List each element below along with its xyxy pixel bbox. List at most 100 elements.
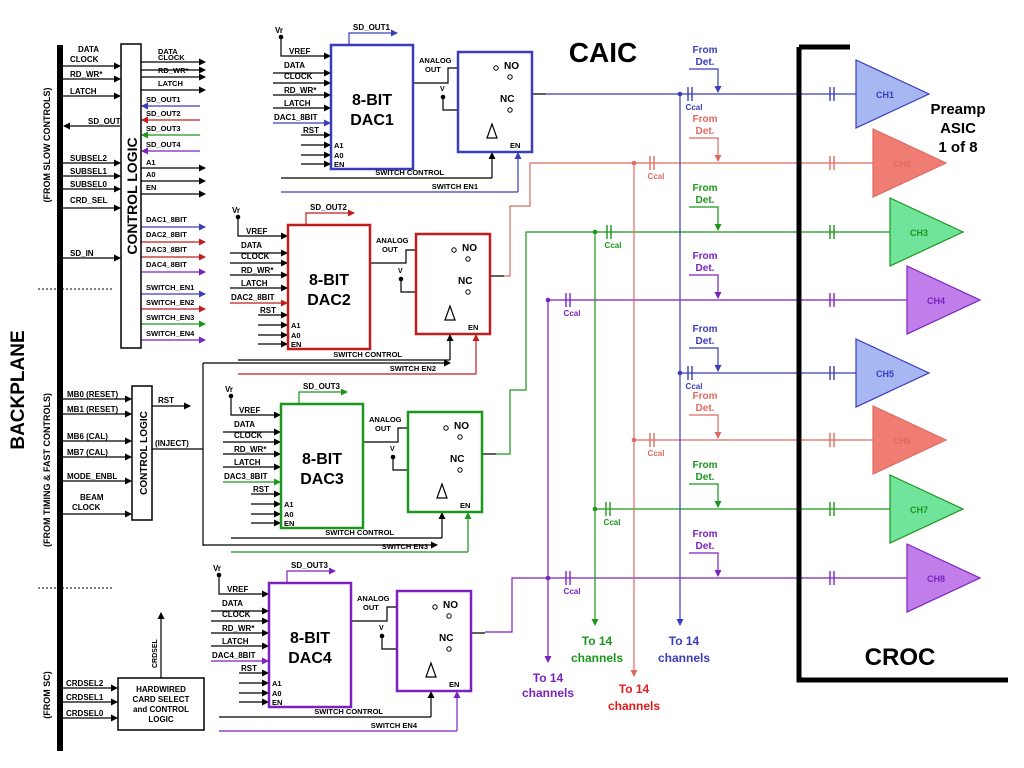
dac1-input-label: RD_WR* — [284, 86, 317, 95]
channel-6-preamp — [872, 405, 948, 475]
dac4-out-label: OUT — [363, 603, 379, 612]
dac1-vr-label: Vr — [275, 26, 283, 35]
crdsel-label: CRDSEL2 — [66, 679, 104, 688]
dac1-vref-wire — [280, 37, 331, 60]
channel-8-preamp — [906, 543, 982, 613]
channel-7-from-det-2: Det. — [696, 472, 715, 483]
channel-6-ccal-label: Ccal — [648, 449, 665, 458]
channel-6-label: CH6 — [893, 436, 911, 446]
channel-1-ccal-label: Ccal — [686, 103, 703, 112]
switch4-nc-terminal — [446, 646, 452, 652]
dac2-addr-label: A0 — [291, 331, 301, 340]
fast-input-label: MB6 (CAL) — [67, 432, 108, 441]
dac4-vref-wire — [218, 575, 269, 598]
channel-1-preamp — [855, 59, 931, 129]
switch4-no-label: NO — [443, 600, 458, 611]
dac4-title-line2: DAC4 — [288, 650, 332, 667]
channel-8-label: CH8 — [927, 574, 945, 584]
switch4-no-terminal — [432, 604, 438, 610]
dac2-out-label: OUT — [382, 245, 398, 254]
to14-label-3-a: To 14 — [619, 682, 650, 696]
boxes-layer — [57, 43, 1008, 751]
crdsel-label: CRDSEL1 — [66, 693, 104, 702]
switch1-nc-terminal — [507, 107, 513, 113]
switch4-v-label: V — [379, 625, 384, 632]
channel-3-label: CH3 — [910, 228, 928, 238]
fast-input-label: MB0 (RESET) — [67, 390, 118, 399]
dac2-sd-out-label: SD_OUT2 — [310, 203, 347, 212]
inject-label: (INJECT) — [155, 439, 189, 448]
switch1-common-terminal — [507, 74, 513, 80]
dac1-sd-out-label: SD_OUT1 — [353, 23, 390, 32]
dac1-input-label: CLOCK — [284, 72, 313, 81]
channel-4-label: CH4 — [927, 296, 945, 306]
channel-8-from-det-2: Det. — [696, 541, 715, 552]
dac3-out-label: OUT — [375, 424, 391, 433]
switch2-v-label: V — [398, 268, 403, 275]
to14-label-1-a: To 14 — [533, 671, 564, 685]
control-input-label: RD_WR* — [70, 70, 103, 79]
dac1-out-label: OUT — [425, 65, 441, 74]
to14-label-4-b: channels — [658, 651, 710, 665]
hardwired-label: HARDWIRED — [136, 685, 186, 694]
preamp-label-1: Preamp — [930, 101, 985, 118]
switch2-no-terminal — [451, 247, 457, 253]
switch3-control-label: SWITCH CONTROL — [325, 528, 394, 537]
dac1-8bit-label: DAC1_8BIT — [274, 113, 318, 122]
dac2-input-label: CLOCK — [241, 252, 270, 261]
channel-2-preamp — [872, 128, 948, 198]
channel-8-from-det-1: From — [693, 529, 718, 540]
dac3-analog-label: ANALOG — [369, 415, 402, 424]
dac3-sd-out-wire — [298, 388, 348, 404]
channel-6-from-det-2: Det. — [696, 403, 715, 414]
fast-input-label: MB7 (CAL) — [67, 448, 108, 457]
channel-3-ccal-label: Ccal — [605, 241, 622, 250]
channel-8-ccal-label: Ccal — [564, 587, 581, 596]
channel-7-label: CH7 — [910, 505, 928, 515]
channel-1-from-det-2: Det. — [696, 57, 715, 68]
switch2-nc-terminal — [465, 289, 471, 295]
channel-7-ccal-label: Ccal — [604, 518, 621, 527]
preamp-label-2: ASIC — [940, 120, 976, 137]
control-output-label: CLOCK — [158, 53, 185, 62]
control-output-label: SD_OUT1 — [146, 95, 181, 104]
switch3-common-terminal — [457, 434, 463, 440]
control-output-label: EN — [146, 183, 156, 192]
switch1-no-label: NO — [504, 61, 519, 72]
switch4-en-text: SWITCH EN4 — [371, 721, 418, 730]
switch4-buffer — [425, 661, 437, 678]
channel-3-from-det-wire — [689, 206, 722, 231]
bus-purple-1 — [485, 577, 830, 633]
control-output-label: SWITCH_EN3 — [146, 313, 194, 322]
control-output-label: DAC2_8BIT — [146, 230, 187, 239]
dac3-title-line1: 8-BIT — [302, 451, 342, 468]
channel-5-from-det-2: Det. — [696, 336, 715, 347]
switch2-no-label: NO — [462, 243, 477, 254]
channel-5-preamp — [855, 338, 931, 408]
fast-input-label: CLOCK — [72, 503, 101, 512]
backplane-bar — [57, 45, 63, 751]
to14-label-2-a: To 14 — [582, 634, 613, 648]
dac2-vr-label: Vr — [232, 206, 240, 215]
switch4-nc-label: NC — [439, 633, 453, 644]
to14-label-4-a: To 14 — [669, 634, 700, 648]
switch1-control-label: SWITCH CONTROL — [375, 168, 444, 177]
switch2-nc-label: NC — [458, 276, 472, 287]
switch3-no-terminal — [443, 425, 449, 431]
switch1-en-text: SWITCH EN1 — [432, 182, 478, 191]
switch3-no-label: NO — [454, 421, 469, 432]
channel-2-ccal-label: Ccal — [648, 172, 665, 181]
dac4-input-label: CLOCK — [222, 610, 251, 619]
fast-input-label: MODE_ENBL — [67, 472, 117, 481]
control-logic-fast-title: CONTROL LOGIC — [139, 411, 150, 495]
control-output-label: DAC1_8BIT — [146, 215, 187, 224]
dac1-sd-out-wire — [348, 29, 398, 45]
dac3-input-label: CLOCK — [234, 431, 263, 440]
dac3-vref-wire — [230, 396, 281, 419]
dac2-input-label: LATCH — [241, 279, 268, 288]
control-input-label: SUBSEL0 — [70, 180, 107, 189]
bus-red-1 — [504, 162, 830, 277]
control-input-label: CRD_SEL — [70, 196, 107, 205]
channel-1-label: CH1 — [876, 90, 894, 100]
dac1-box — [329, 43, 415, 171]
